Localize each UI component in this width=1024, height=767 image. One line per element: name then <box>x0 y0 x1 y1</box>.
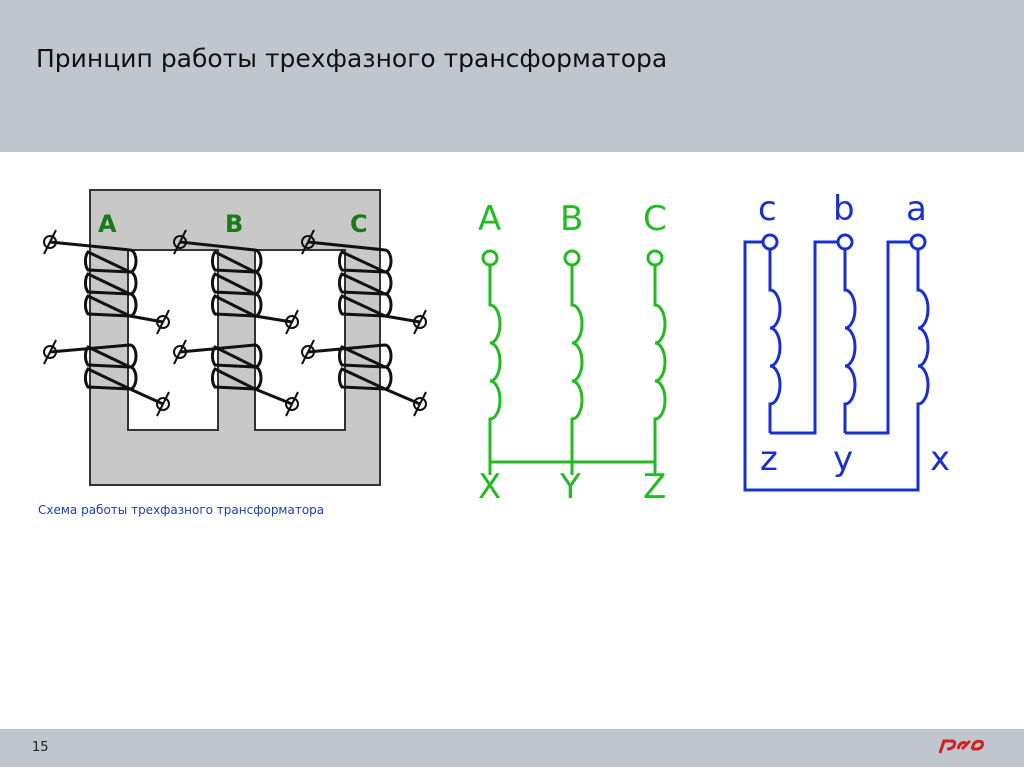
primary-star-diagram <box>481 249 667 475</box>
star-winding <box>570 265 584 475</box>
terminal-icon <box>285 397 299 411</box>
winding-coil <box>49 343 164 406</box>
terminal-slash <box>413 309 427 335</box>
terminal-icon <box>301 345 315 359</box>
terminal-icon <box>156 315 170 329</box>
core-label-b: B <box>225 210 243 238</box>
star-label-y: Y <box>559 467 581 507</box>
windings <box>43 229 427 417</box>
terminal-icon <box>836 233 854 251</box>
terminal-icon <box>173 235 187 249</box>
star-label-c: C <box>643 199 667 239</box>
terminal-slash <box>413 391 427 417</box>
core-label-a: A <box>98 210 117 238</box>
terminal-slash <box>43 229 57 255</box>
delta-winding <box>916 249 930 433</box>
terminal-slash <box>301 339 315 365</box>
terminal-icon <box>285 315 299 329</box>
terminal-icon <box>481 249 499 267</box>
winding-coil <box>49 240 164 324</box>
terminal-slash <box>173 229 187 255</box>
slide-header: Принцип работы трехфазного трансформатор… <box>0 0 1024 152</box>
terminal-slash <box>156 309 170 335</box>
star-label-x: X <box>478 467 501 507</box>
star-winding <box>488 265 502 475</box>
terminal-icon <box>646 249 664 267</box>
star-label-a: A <box>478 199 501 239</box>
page-number: 15 <box>32 740 49 755</box>
delta-label-x: x <box>930 439 950 479</box>
terminal-slash <box>301 229 315 255</box>
delta-label-c: c <box>758 189 777 229</box>
terminal-icon <box>301 235 315 249</box>
star-winding <box>653 265 667 475</box>
delta-winding <box>768 249 782 433</box>
rzd-logo <box>938 739 984 754</box>
transformer-core-diagram: A B C <box>43 189 427 486</box>
terminal-icon <box>761 233 779 251</box>
star-label-z: Z <box>643 467 666 507</box>
winding-coil <box>179 240 293 324</box>
slide-title: Принцип работы трехфазного трансформатор… <box>36 44 668 73</box>
star-label-b: B <box>560 199 583 239</box>
delta-label-a: a <box>906 189 927 229</box>
terminal-icon <box>156 397 170 411</box>
secondary-delta-diagram <box>743 233 930 492</box>
terminal-slash <box>173 339 187 365</box>
terminal-slash <box>285 391 299 417</box>
delta-label-y: y <box>833 439 853 479</box>
delta-connections <box>743 240 920 492</box>
terminal-icon <box>563 249 581 267</box>
delta-label-b: b <box>833 189 855 229</box>
winding-coil <box>179 343 293 406</box>
terminal-icon <box>909 233 927 251</box>
terminal-icon <box>173 345 187 359</box>
terminal-slash <box>43 339 57 365</box>
terminal-icon <box>43 235 57 249</box>
winding-coil <box>307 343 421 406</box>
terminal-icon <box>413 315 427 329</box>
slide-footer: 15 <box>0 729 1024 767</box>
core-label-c: C <box>350 210 368 238</box>
delta-label-z: z <box>760 439 778 479</box>
terminal-slash <box>285 309 299 335</box>
winding-coil <box>307 240 421 324</box>
terminal-slash <box>156 391 170 417</box>
terminal-icon <box>43 345 57 359</box>
delta-winding <box>843 249 857 433</box>
terminal-icon <box>413 397 427 411</box>
diagram-caption: Схема работы трехфазного трансформатора <box>38 503 325 517</box>
